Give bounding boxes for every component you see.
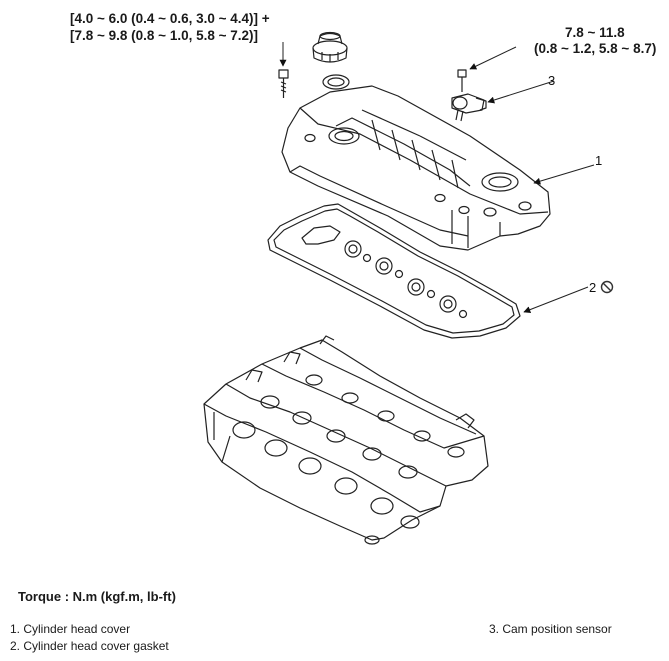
cylinder-head	[203, 335, 489, 545]
callout-1-leader	[533, 164, 595, 185]
prohibited-circle-icon	[600, 280, 614, 294]
oil-filler-cap	[312, 31, 348, 63]
cylinder-head-cover	[281, 85, 551, 251]
cover-bolt	[278, 69, 289, 98]
legend-item-1: 1. Cylinder head cover	[10, 622, 131, 636]
cylinder-head-cover-gasket	[267, 203, 521, 339]
cover-bolt-torque-spec-line1: [4.0 ~ 6.0 (0.4 ~ 0.6, 3.0 ~ 4.4)] +	[70, 11, 270, 26]
legend-item-2: 2. Cylinder head cover gasket	[10, 639, 169, 653]
callout-1-label: 1	[595, 153, 602, 168]
sensor-bolt-torque-spec-line1: 7.8 ~ 11.8	[565, 25, 625, 40]
callout-3-leader	[487, 80, 555, 104]
cam-position-sensor	[451, 93, 487, 122]
cover-bolt-torque-spec-line2: [7.8 ~ 9.8 (0.8 ~ 1.0, 5.8 ~ 7.2)]	[70, 28, 258, 43]
callout-3-label: 3	[548, 73, 555, 88]
callout-2-label: 2	[589, 280, 596, 295]
sensor-bolt	[457, 69, 467, 92]
legend-item-3: 3. Cam position sensor	[489, 622, 612, 636]
callout-2-leader	[523, 286, 589, 313]
sensor-bolt-leader-arrow	[469, 46, 517, 70]
sensor-bolt-torque-spec-line2: (0.8 ~ 1.2, 5.8 ~ 8.7)	[534, 41, 657, 56]
torque-unit-label: Torque : N.m (kgf.m, lb-ft)	[18, 589, 176, 604]
filler-cap-o-ring	[322, 74, 350, 90]
